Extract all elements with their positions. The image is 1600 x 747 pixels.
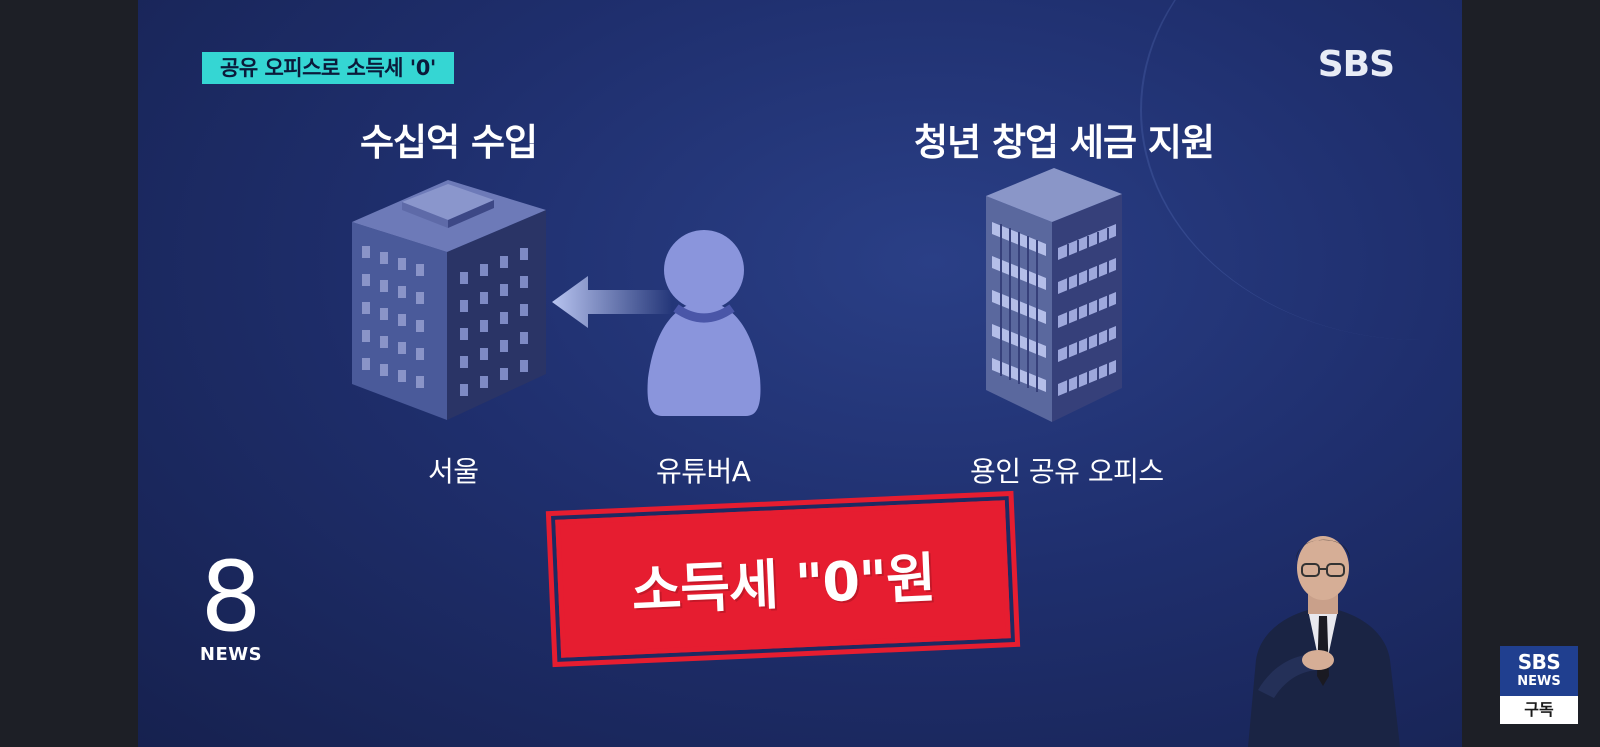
subscribe-button[interactable]: 구독: [1500, 696, 1578, 724]
sbs-logo: SBS: [1317, 44, 1395, 85]
heading-tax-support: 청년 창업 세금 지원: [914, 121, 1215, 164]
program-logo-label: NEWS: [199, 644, 263, 665]
tax-zero-stamp: 소득세 "0"원: [555, 500, 1011, 658]
stamp-text: 소득세 "0"원: [630, 545, 937, 623]
building-office-icon: [986, 168, 1122, 422]
heading-income: 수십억 수입: [360, 121, 538, 164]
caption-seoul: 서울: [428, 455, 479, 488]
subscribe-logo-line1: SBS: [1517, 650, 1561, 674]
subscribe-logo-line2: NEWS: [1517, 674, 1561, 689]
sign-interpreter: [1248, 536, 1400, 747]
subscribe-badge[interactable]: SBS NEWS 구독: [1500, 646, 1578, 724]
building-seoul-icon: [352, 180, 546, 420]
background-sweep: [1140, 0, 1462, 340]
caption-office: 용인 공유 오피스: [970, 455, 1164, 488]
person-icon: [647, 230, 761, 416]
topic-tag: 공유 오피스로 소득세 '0': [202, 52, 454, 84]
video-frame[interactable]: 공유 오피스로 소득세 '0' SBS 수십억 수입 청년 창업 세금 지원: [138, 0, 1462, 747]
program-logo-number: 8: [200, 541, 262, 653]
program-logo: 8 NEWS: [196, 541, 266, 665]
subscribe-channel-logo: SBS NEWS: [1500, 646, 1578, 696]
arrow-left-icon: [552, 276, 672, 328]
caption-youtuber: 유튜버A: [656, 455, 751, 488]
